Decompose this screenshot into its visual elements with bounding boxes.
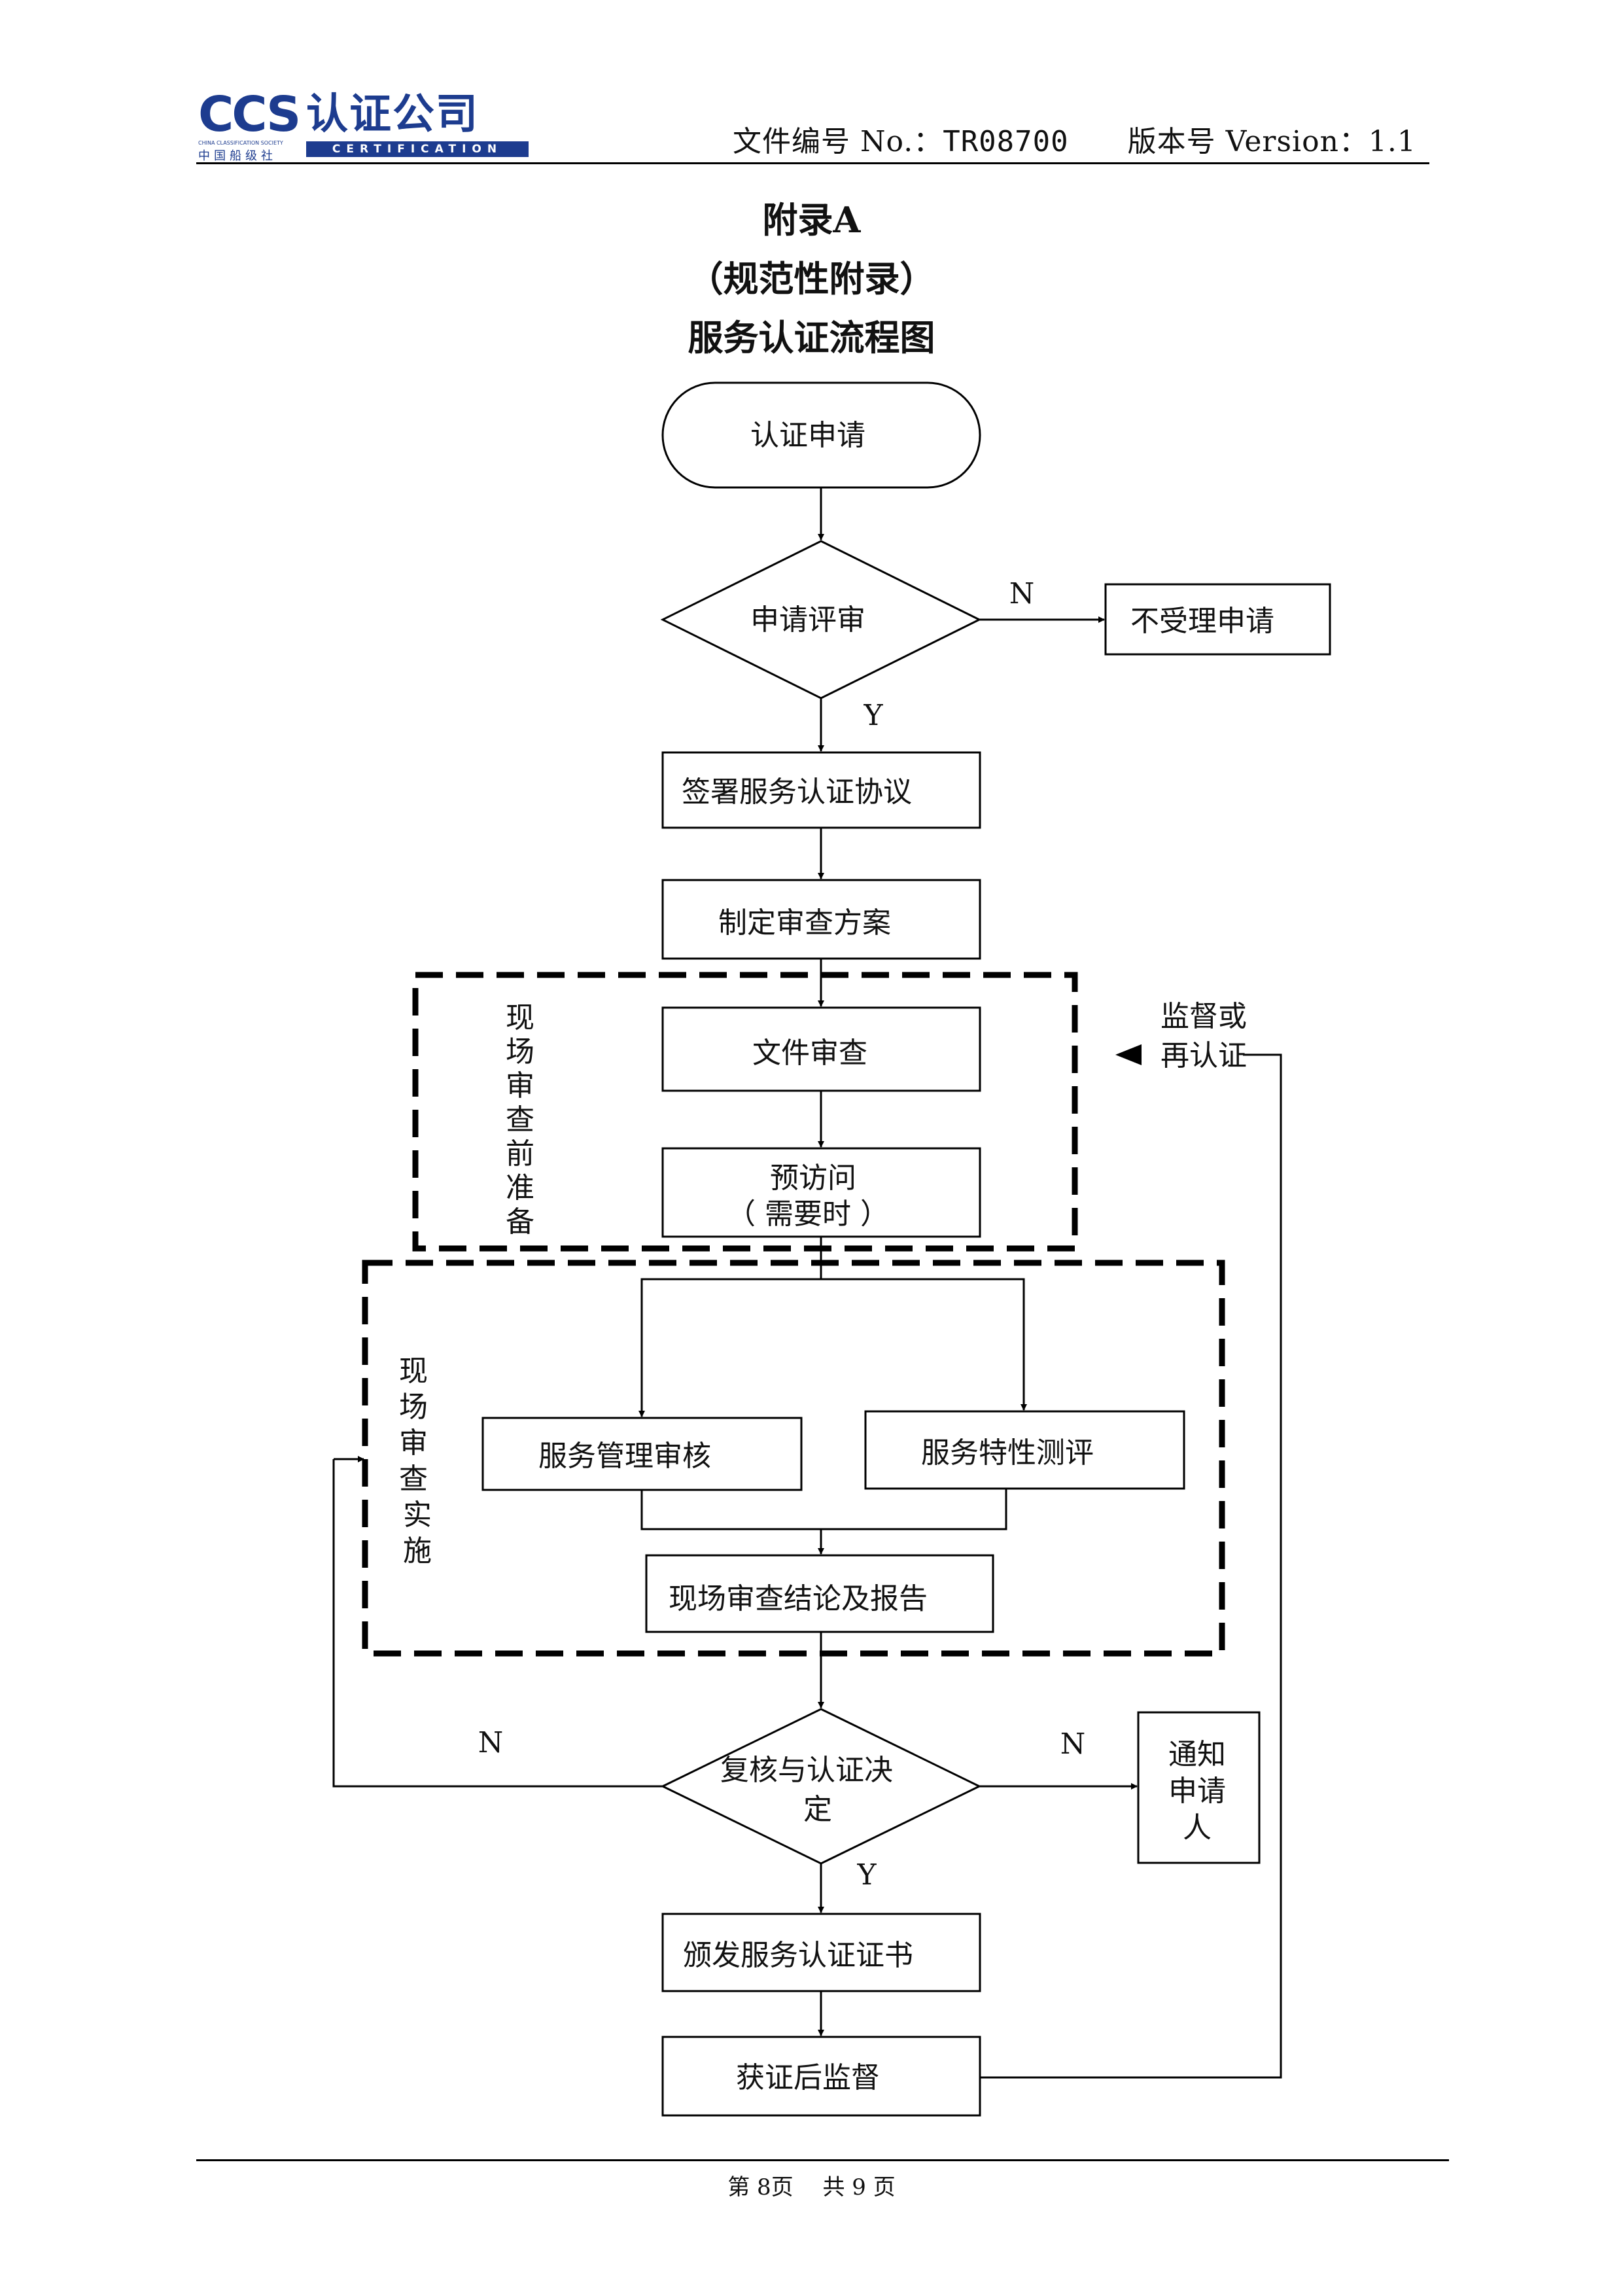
issue-label: 颁发服务认证证书 [683,1939,913,1972]
notify-box [1137,1711,1261,1864]
loop-label-1: 监督或 [1161,1000,1247,1033]
version-label: 版本号 Version： [1127,125,1369,158]
review-label: 申请评审 [750,603,865,637]
prep-char: 现 [506,1001,534,1034]
notify-label-2: 申请 [1168,1775,1226,1808]
conclusion-box [645,1554,994,1633]
reject-box [1104,583,1331,656]
decision-no-left-label: N [478,1726,504,1759]
docreview-label: 文件审查 [752,1036,867,1070]
plan-label: 制定审查方案 [718,906,891,940]
surveillance-box [661,2036,981,2117]
loop-surveillance [980,1053,1282,2079]
logo-certification-bar: CERTIFICATION [306,141,529,157]
mgmt-audit-label: 服务管理审核 [538,1439,711,1473]
split-line [640,1278,1025,1417]
impl-char: 查 [399,1462,428,1496]
prep-char: 查 [506,1103,534,1137]
prep-char: 准 [506,1171,534,1205]
conclusion-label: 现场审查结论及报告 [669,1582,928,1616]
flowchart-title: 服务认证流程图 [688,317,935,359]
appendix-subtitle: （规范性附录） [688,258,935,300]
review-no-label: N [1009,577,1035,610]
footer-rule [196,2159,1449,2161]
decision-no-right-label: N [1060,1727,1086,1761]
previsit-label-1: 预访问 [770,1161,856,1195]
logo-society: CHINA CLASSIFICATION SOCIETY [198,140,283,146]
audit-plan-box [661,879,981,960]
document-number: 文件编号 No.：TR08700 版本号 Version：1.1 [733,118,1416,160]
prep-char: 场 [506,1035,534,1069]
feature-eval-label: 服务特性测评 [921,1436,1094,1470]
pre-visit-box [661,1147,981,1238]
ccs-logo: CCS 认证公司 CHINA CLASSIFICATION SOCIETY 中国… [198,86,538,163]
prep-char: 前 [506,1137,534,1171]
impl-char: 实 [403,1498,432,1532]
onsite-prep-group [412,972,1078,1252]
impl-char: 施 [403,1534,432,1568]
merge-line [640,1489,1007,1530]
impl-char: 审 [399,1426,428,1460]
document-review-box [661,1006,981,1092]
logo-chinese: 认证公司 [306,90,479,139]
start-label: 认证申请 [750,419,865,452]
reject-label: 不受理申请 [1130,605,1274,638]
prep-char: 审 [506,1069,534,1103]
sign-label: 签署服务认证协议 [682,775,912,809]
doc-no-label: 文件编号 No.： [733,125,943,158]
appendix-title: 附录A [762,199,861,241]
doc-no-value: TR08700 [943,125,1069,158]
version-value: 1.1 [1368,125,1416,158]
decision-label-1: 复核与认证决 [720,1754,893,1787]
loop-label-2: 再认证 [1161,1039,1247,1072]
decision-yes-label: Y [856,1858,877,1892]
header-rule [196,162,1429,164]
surveillance-label: 获证后监督 [736,2061,880,2094]
onsite-impl-group [362,1260,1225,1657]
loop-decision-back [332,1459,663,1788]
logo-subtitle: 中国船级社 [198,149,277,163]
decision-label-2: 定 [803,1793,832,1826]
loop-arrowhead [1115,1044,1142,1065]
prep-group-label: 现 场 审 查 前 准 备 [506,1001,534,1239]
prep-char: 备 [506,1205,534,1239]
review-yes-label: Y [863,699,883,732]
page-number: 第 8页 共 9 页 [727,2174,896,2200]
previsit-label-2: （ 需要时 ） [727,1197,889,1231]
sign-agreement-box [661,751,981,829]
feature-eval-box [864,1410,1185,1490]
notify-label-3: 人 [1183,1811,1212,1845]
logo-letters: CCS [198,86,301,143]
mgmt-audit-box [481,1417,803,1491]
notify-label-1: 通知 [1168,1738,1226,1771]
impl-char: 场 [399,1390,428,1424]
impl-char: 现 [399,1354,428,1388]
impl-group-label: 现 场 审 查 实 施 [399,1354,432,1568]
